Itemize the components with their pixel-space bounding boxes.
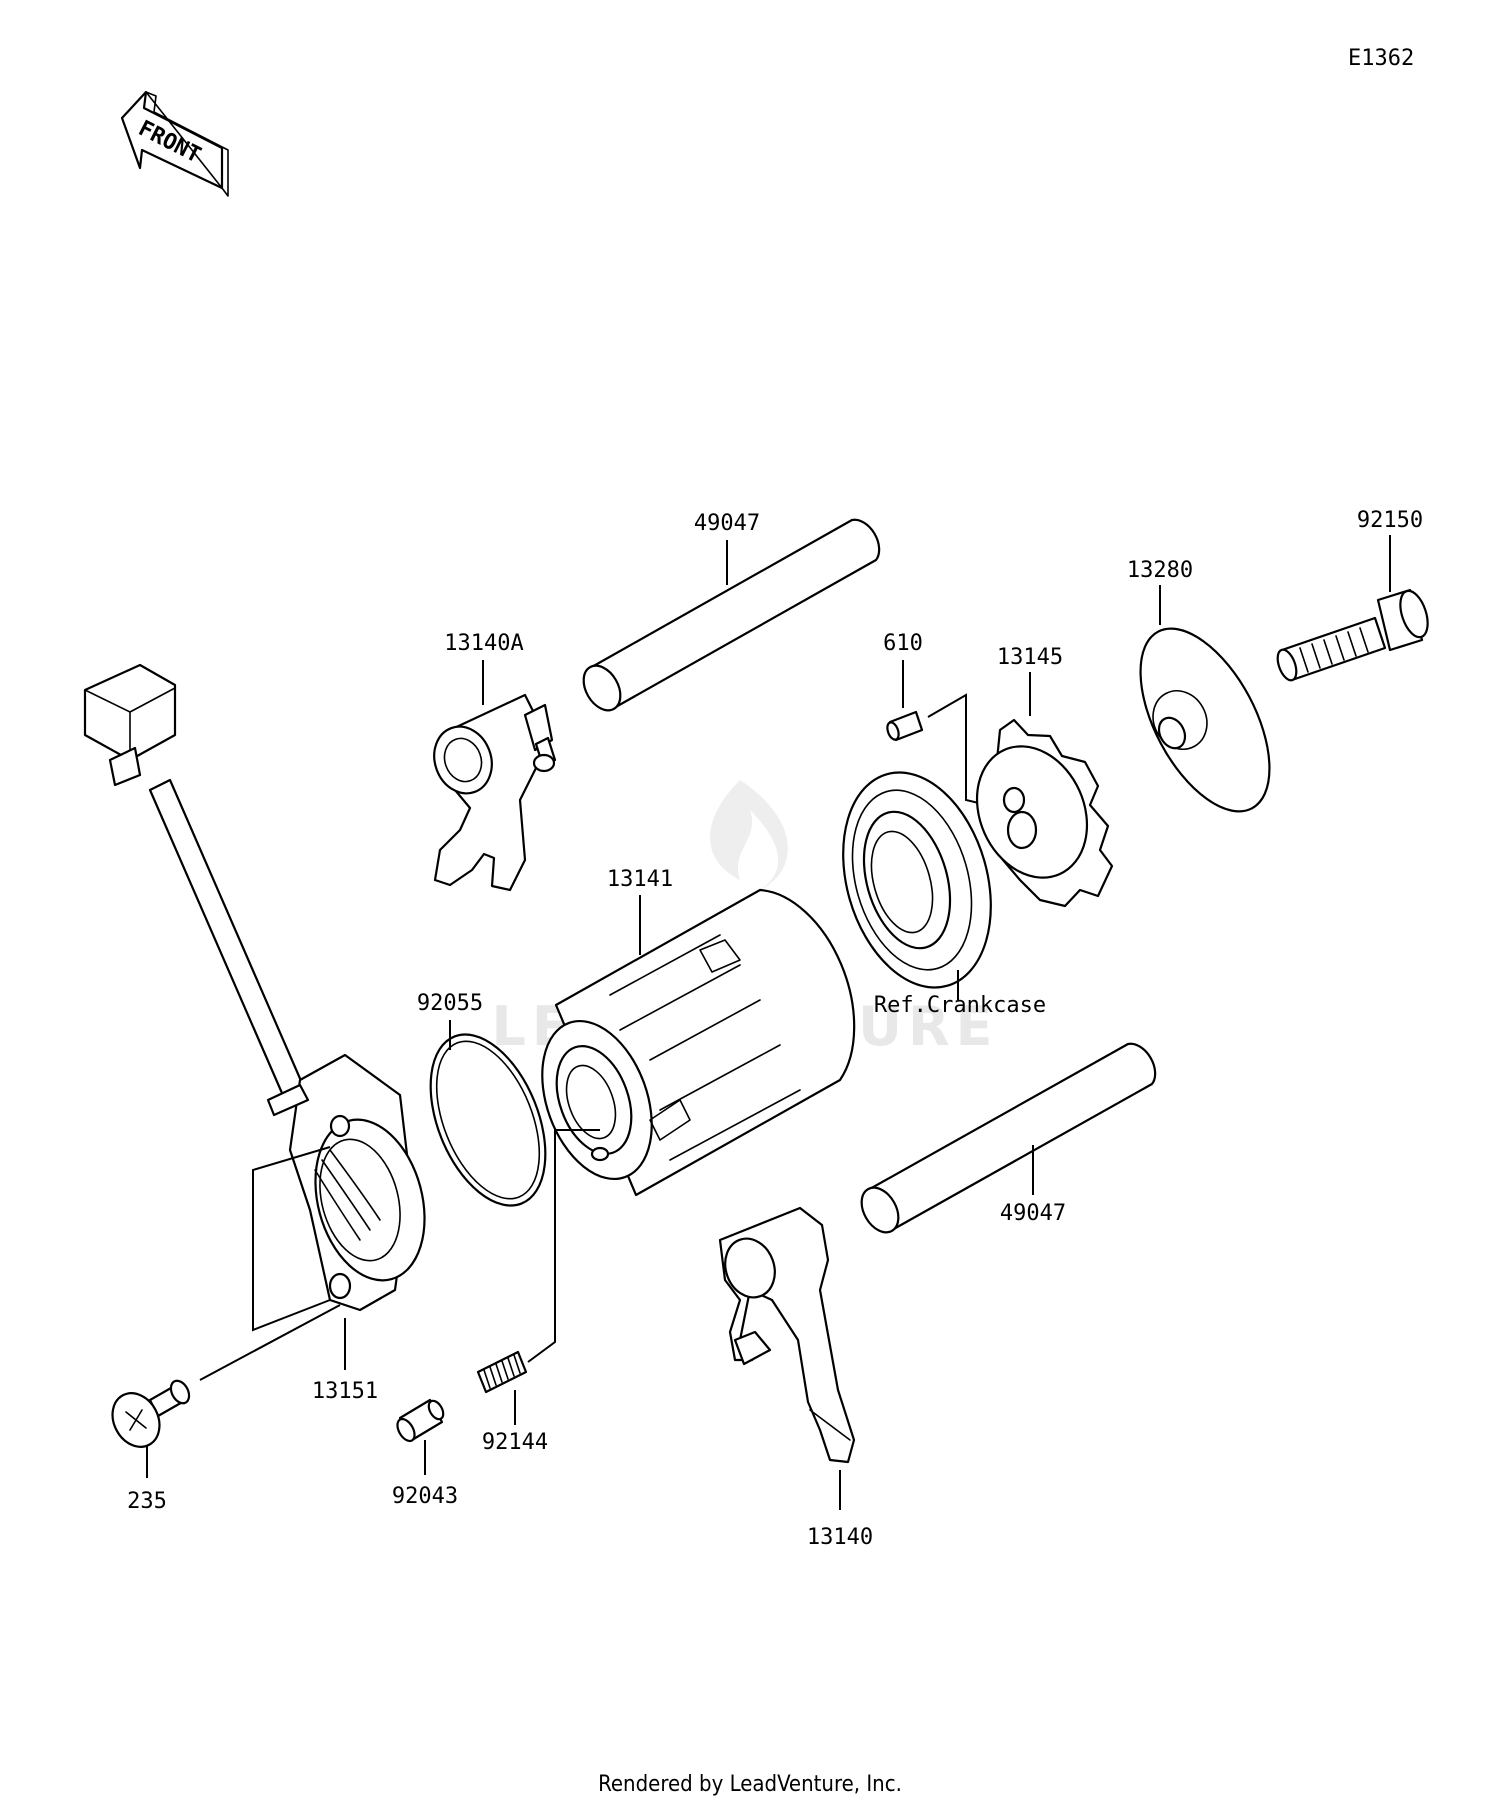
shift-fork-lower: 13140	[718, 1206, 873, 1550]
front-arrow-icon: FRONT	[120, 90, 229, 197]
label-49047-top: 49047	[694, 511, 760, 536]
detent-pin-92043: 92043	[392, 1398, 458, 1509]
label-235: 235	[127, 1489, 167, 1514]
label-49047-bottom: 49047	[1000, 1201, 1066, 1226]
label-92043: 92043	[392, 1484, 458, 1509]
pin-610: 610	[883, 631, 1009, 811]
label-92055: 92055	[417, 991, 483, 1016]
label-13145: 13145	[997, 645, 1063, 670]
label-13141: 13141	[607, 867, 673, 892]
oring-92055: 92055	[417, 991, 547, 1207]
shift-rod-lower: 49047	[860, 1042, 1157, 1234]
sensor-13151: 13151	[83, 663, 426, 1404]
screw-235: 235	[111, 1304, 341, 1514]
label-92144: 92144	[482, 1430, 548, 1455]
label-13140: 13140	[807, 1525, 873, 1550]
label-13151: 13151	[312, 1379, 378, 1404]
shift-drum-13141: 13141	[541, 867, 856, 1197]
shift-fork-upper: 13140A	[433, 631, 557, 892]
footer-credit: Rendered by LeadVenture, Inc.	[598, 1772, 902, 1797]
label-ref-crankcase: Ref.Crankcase	[874, 993, 1046, 1018]
spring-92144: 92144	[476, 1129, 600, 1455]
label-92150: 92150	[1357, 508, 1423, 533]
label-13140A: 13140A	[444, 631, 523, 656]
bolt-92150: 92150	[1276, 508, 1429, 682]
label-610: 610	[883, 631, 923, 656]
shift-rod-upper: 49047	[582, 511, 881, 712]
plate-13280: 13280	[1127, 558, 1271, 813]
cam-13145: 13145	[975, 645, 1114, 908]
label-13280: 13280	[1127, 558, 1193, 583]
bearing-ref-crankcase: Ref.Crankcase	[842, 771, 1046, 1018]
diagram-code: E1362	[1348, 46, 1414, 71]
